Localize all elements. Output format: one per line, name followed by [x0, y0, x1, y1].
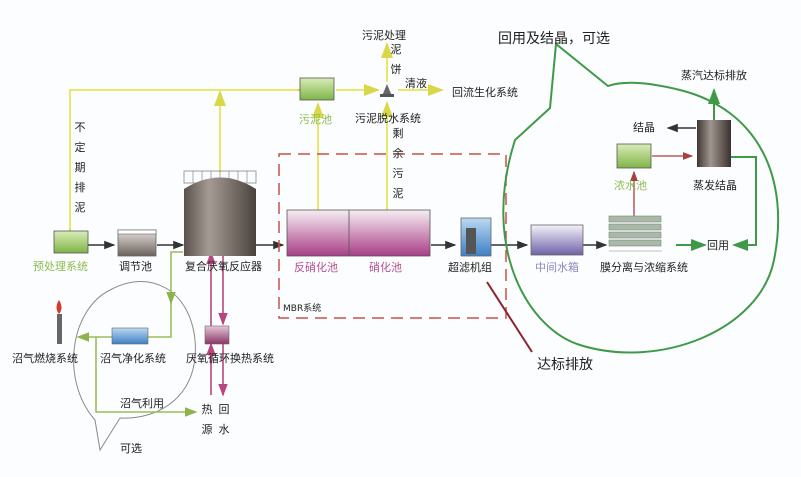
sludge-dewatering-press[interactable] — [380, 84, 394, 97]
process-lines — [88, 123, 696, 250]
label-intermediate-tank: 中间水箱 — [535, 261, 579, 274]
concentrate-tank[interactable] — [616, 143, 652, 169]
label-return-water: 回水 — [218, 403, 230, 436]
label-anaerobic-reactor: 复合厌氧反应器 — [185, 260, 262, 273]
label-reuse-crystal-optional: 回用及结晶，可选 — [498, 31, 610, 47]
intermediate-tank[interactable] — [530, 224, 584, 256]
biogas-callout-bubble — [73, 281, 196, 452]
label-sludge-tank: 污泥池 — [299, 113, 332, 126]
label-sludge-treatment: 污泥处理 — [362, 29, 406, 42]
anaerobic-reactor[interactable] — [183, 170, 257, 256]
sludge-tank[interactable] — [299, 77, 335, 101]
label-clear-liquid: 清液 — [405, 77, 427, 90]
label-pretreatment: 预处理系统 — [33, 260, 88, 273]
label-irregular-discharge: 不定期排泥 — [74, 121, 86, 214]
hot-water-lines — [206, 251, 228, 397]
reuse-lines — [676, 88, 757, 251]
label-biogas-utilization: 沼气利用 — [120, 397, 164, 410]
discharge-pointer — [486, 281, 533, 353]
label-biogas-purification: 沼气净化系统 — [100, 352, 166, 365]
label-optional: 可选 — [120, 442, 142, 455]
label-concentrate-tank: 浓水池 — [614, 179, 647, 192]
heat-exchanger[interactable] — [204, 325, 230, 345]
label-discharge-compliant: 达标排放 — [537, 357, 593, 373]
sludge-lines — [64, 42, 444, 244]
membrane-stack[interactable] — [608, 215, 662, 252]
label-uf-unit: 超滤机组 — [448, 261, 492, 274]
label-excess-sludge: 剩余污泥 — [392, 127, 404, 200]
label-sludge-dewatering: 污泥脱水系统 — [355, 112, 421, 125]
label-reuse: 回用 — [707, 239, 729, 252]
denitrification-nitrification-tanks[interactable] — [286, 209, 431, 257]
label-denitrification: 反硝化池 — [294, 261, 338, 274]
label-regulating-tank: 调节池 — [119, 260, 152, 273]
pretreatment-unit[interactable] — [53, 230, 89, 254]
label-steam-discharge: 蒸汽达标排放 — [681, 69, 747, 82]
label-return-biochem: 回流生化系统 — [452, 86, 518, 99]
label-crystal: 结晶 — [633, 121, 655, 134]
label-sludge-cake: 泥饼 — [390, 43, 402, 76]
label-mbr-system: MBR系统 — [283, 304, 322, 314]
label-nitrification: 硝化池 — [369, 261, 402, 274]
concentrate-lines — [630, 152, 694, 216]
label-heat-source: 热源 — [201, 403, 213, 436]
regulating-tank[interactable] — [117, 229, 157, 257]
biogas-purifier[interactable] — [111, 327, 149, 345]
flare-stack-icon — [56, 300, 62, 344]
label-biogas-combustion: 沼气燃烧系统 — [12, 352, 78, 365]
label-membrane-system: 膜分离与浓缩系统 — [600, 261, 688, 274]
uf-unit[interactable] — [460, 217, 492, 257]
label-evaporation: 蒸发结晶 — [693, 179, 737, 192]
label-anaerobic-heat-exchange: 厌氧循环换热系统 — [186, 352, 274, 365]
evaporation-crystallizer[interactable] — [697, 120, 731, 167]
reuse-callout-bubble — [502, 42, 780, 354]
mbr-boundary — [278, 153, 507, 319]
biogas-lines — [76, 251, 198, 417]
